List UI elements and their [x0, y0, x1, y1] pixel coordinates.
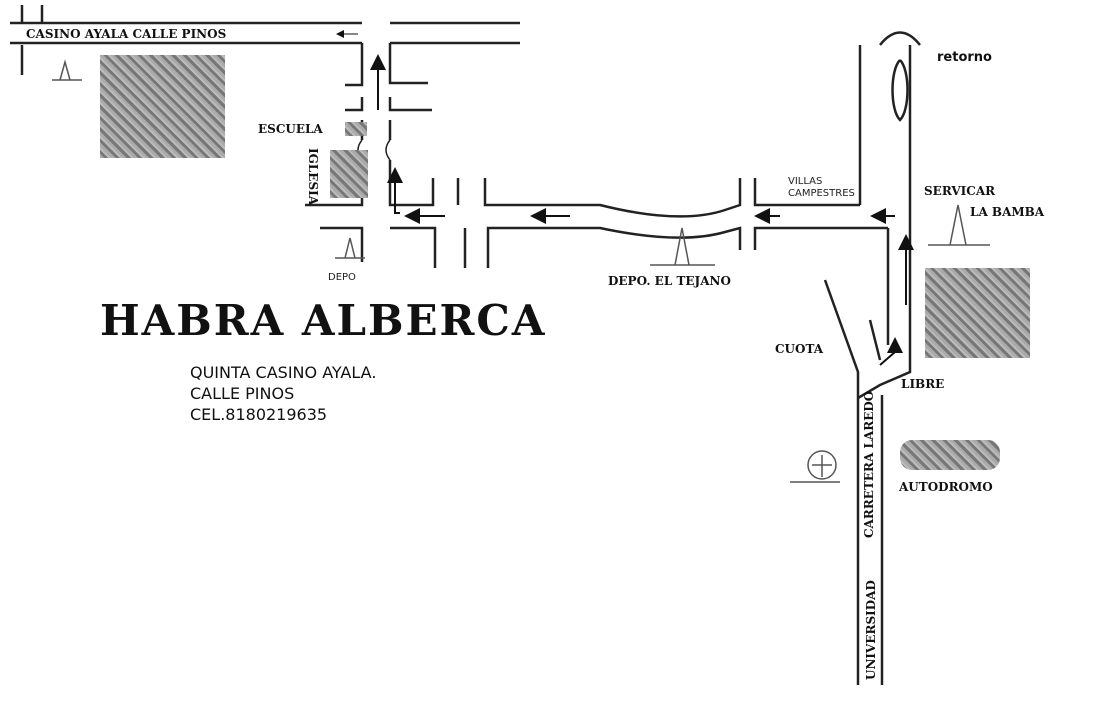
- arrow-icon: [879, 337, 903, 366]
- address-block: QUINTA CASINO AYALA. CALLE PINOS CEL.818…: [190, 362, 376, 425]
- page-title: HABRA ALBERCA: [100, 296, 547, 345]
- label-retorno: retorno: [937, 50, 992, 65]
- race-car-icon: [900, 440, 1000, 470]
- tower-icon: [52, 59, 82, 81]
- carretera-laredo-road: [823, 279, 884, 685]
- airport-icon: [807, 450, 837, 480]
- retorno-loop: [879, 31, 921, 122]
- label-depo-el-tejano: DEPO. EL TEJANO: [608, 274, 731, 288]
- label-carretera-laredo: CARRETERA LAREDO: [862, 390, 876, 538]
- arrow-icon: [387, 167, 403, 214]
- eastern-road: [857, 45, 912, 400]
- label-iglesia: IGLESIA: [306, 148, 320, 206]
- label-escuela: ESCUELA: [258, 122, 323, 136]
- address-line: QUINTA CASINO AYALA.: [190, 363, 377, 382]
- tower-icon: [650, 227, 715, 266]
- phone-number: CEL.8180219635: [190, 405, 328, 424]
- address-line: CALLE PINOS: [190, 384, 295, 403]
- tower-icon: [335, 237, 365, 259]
- tower-icon: [928, 204, 990, 246]
- label-villas: VILLAS: [788, 176, 823, 187]
- street-label-casino: CASINO AYALA CALLE PINOS: [26, 27, 227, 41]
- label-universidad: UNIVERSIDAD: [864, 580, 878, 680]
- vertical-road-west: [305, 43, 460, 207]
- iglesia-photo: [330, 150, 368, 198]
- label-servicar: SERVICAR: [924, 184, 996, 198]
- label-cuota: CUOTA: [775, 342, 824, 356]
- label-autodromo: AUTODROMO: [899, 480, 993, 494]
- label-depo: DEPO: [328, 272, 356, 283]
- label-libre: LIBRE: [901, 377, 945, 391]
- main-horizontal-road: [483, 178, 888, 268]
- escuela-icon: [345, 122, 367, 136]
- casino-photo: [100, 55, 225, 158]
- label-la-bamba: LA BAMBA: [970, 205, 1045, 219]
- label-campestres: CAMPESTRES: [788, 188, 855, 199]
- plaza-photo: [925, 268, 1030, 358]
- calle-pinos-road: [10, 5, 520, 75]
